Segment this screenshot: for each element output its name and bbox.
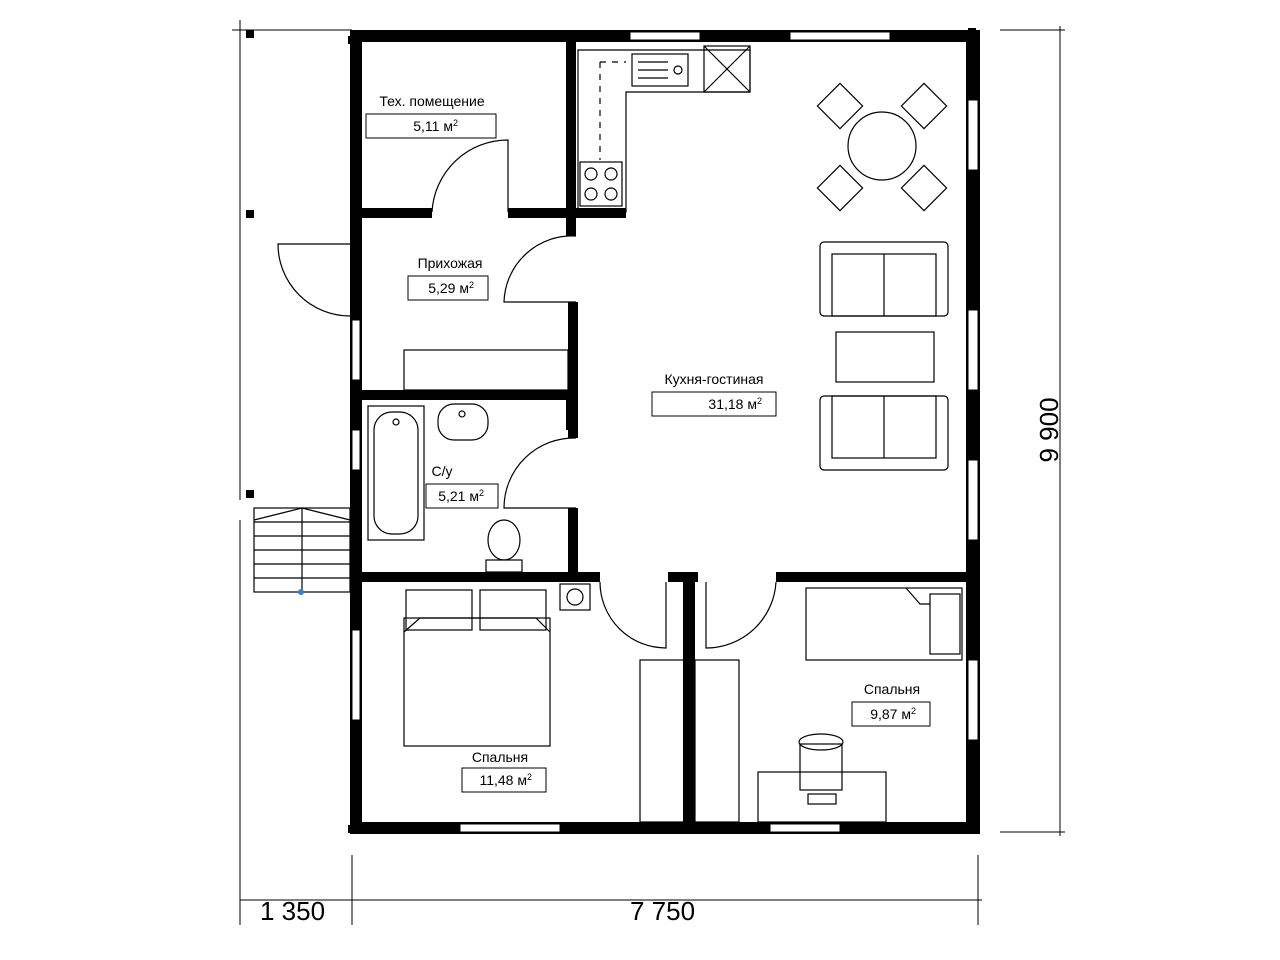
coffee-table bbox=[835, 331, 935, 383]
sofa-bottom bbox=[819, 395, 949, 471]
room-name: Спальня bbox=[472, 749, 528, 765]
desk bbox=[757, 733, 887, 823]
room-label-bathroom: С/у 5,21 м2 bbox=[425, 463, 499, 509]
room-area: 11,48 м2 bbox=[479, 772, 532, 788]
sofa-top bbox=[819, 241, 949, 317]
room-area: 5,21 м2 bbox=[438, 488, 484, 504]
room-name: С/у bbox=[432, 463, 453, 479]
room-label-hallway: Прихожая 5,29 м2 bbox=[407, 255, 489, 301]
room-label-kitchen-living: Кухня-гостиная 31,18 м2 bbox=[651, 371, 777, 417]
windows bbox=[351, 31, 979, 833]
interior-walls bbox=[350, 42, 968, 822]
porch-stairs bbox=[253, 507, 351, 593]
room-name: Спальня bbox=[864, 681, 920, 697]
kitchen-counter bbox=[577, 45, 751, 213]
hallway-wardrobe bbox=[403, 349, 569, 391]
single-bed bbox=[805, 587, 963, 661]
room-name: Прихожая bbox=[418, 255, 483, 271]
laundry-appliance bbox=[559, 583, 591, 611]
toilet bbox=[485, 519, 523, 573]
room-area: 5,29 м2 bbox=[428, 280, 474, 296]
washbasin bbox=[437, 403, 489, 441]
dim-porch-width: 1 350 bbox=[260, 896, 325, 926]
room-label-tech: Тех. помещение 5,11 м2 bbox=[365, 93, 497, 139]
room-area: 9,87 м2 bbox=[870, 706, 916, 722]
room-area: 31,18 м2 bbox=[708, 396, 762, 412]
dimension-lines bbox=[232, 20, 1065, 925]
doors bbox=[277, 139, 777, 649]
room-name: Кухня-гостиная bbox=[664, 371, 763, 387]
room-name: Тех. помещение bbox=[379, 93, 485, 109]
dim-width: 7 750 bbox=[630, 896, 695, 926]
room-area: 5,11 м2 bbox=[413, 118, 458, 134]
room-label-bedroom-right: Спальня 9,87 м2 bbox=[851, 681, 931, 727]
room-label-bedroom-left: Спальня 11,48 м2 bbox=[461, 749, 547, 793]
porch-marker bbox=[298, 589, 304, 595]
dim-height: 9 900 bbox=[1034, 397, 1064, 462]
bathtub bbox=[367, 405, 425, 541]
dining-table bbox=[816, 82, 948, 212]
bedroom-wardrobe bbox=[639, 659, 740, 823]
double-bed bbox=[403, 589, 551, 747]
